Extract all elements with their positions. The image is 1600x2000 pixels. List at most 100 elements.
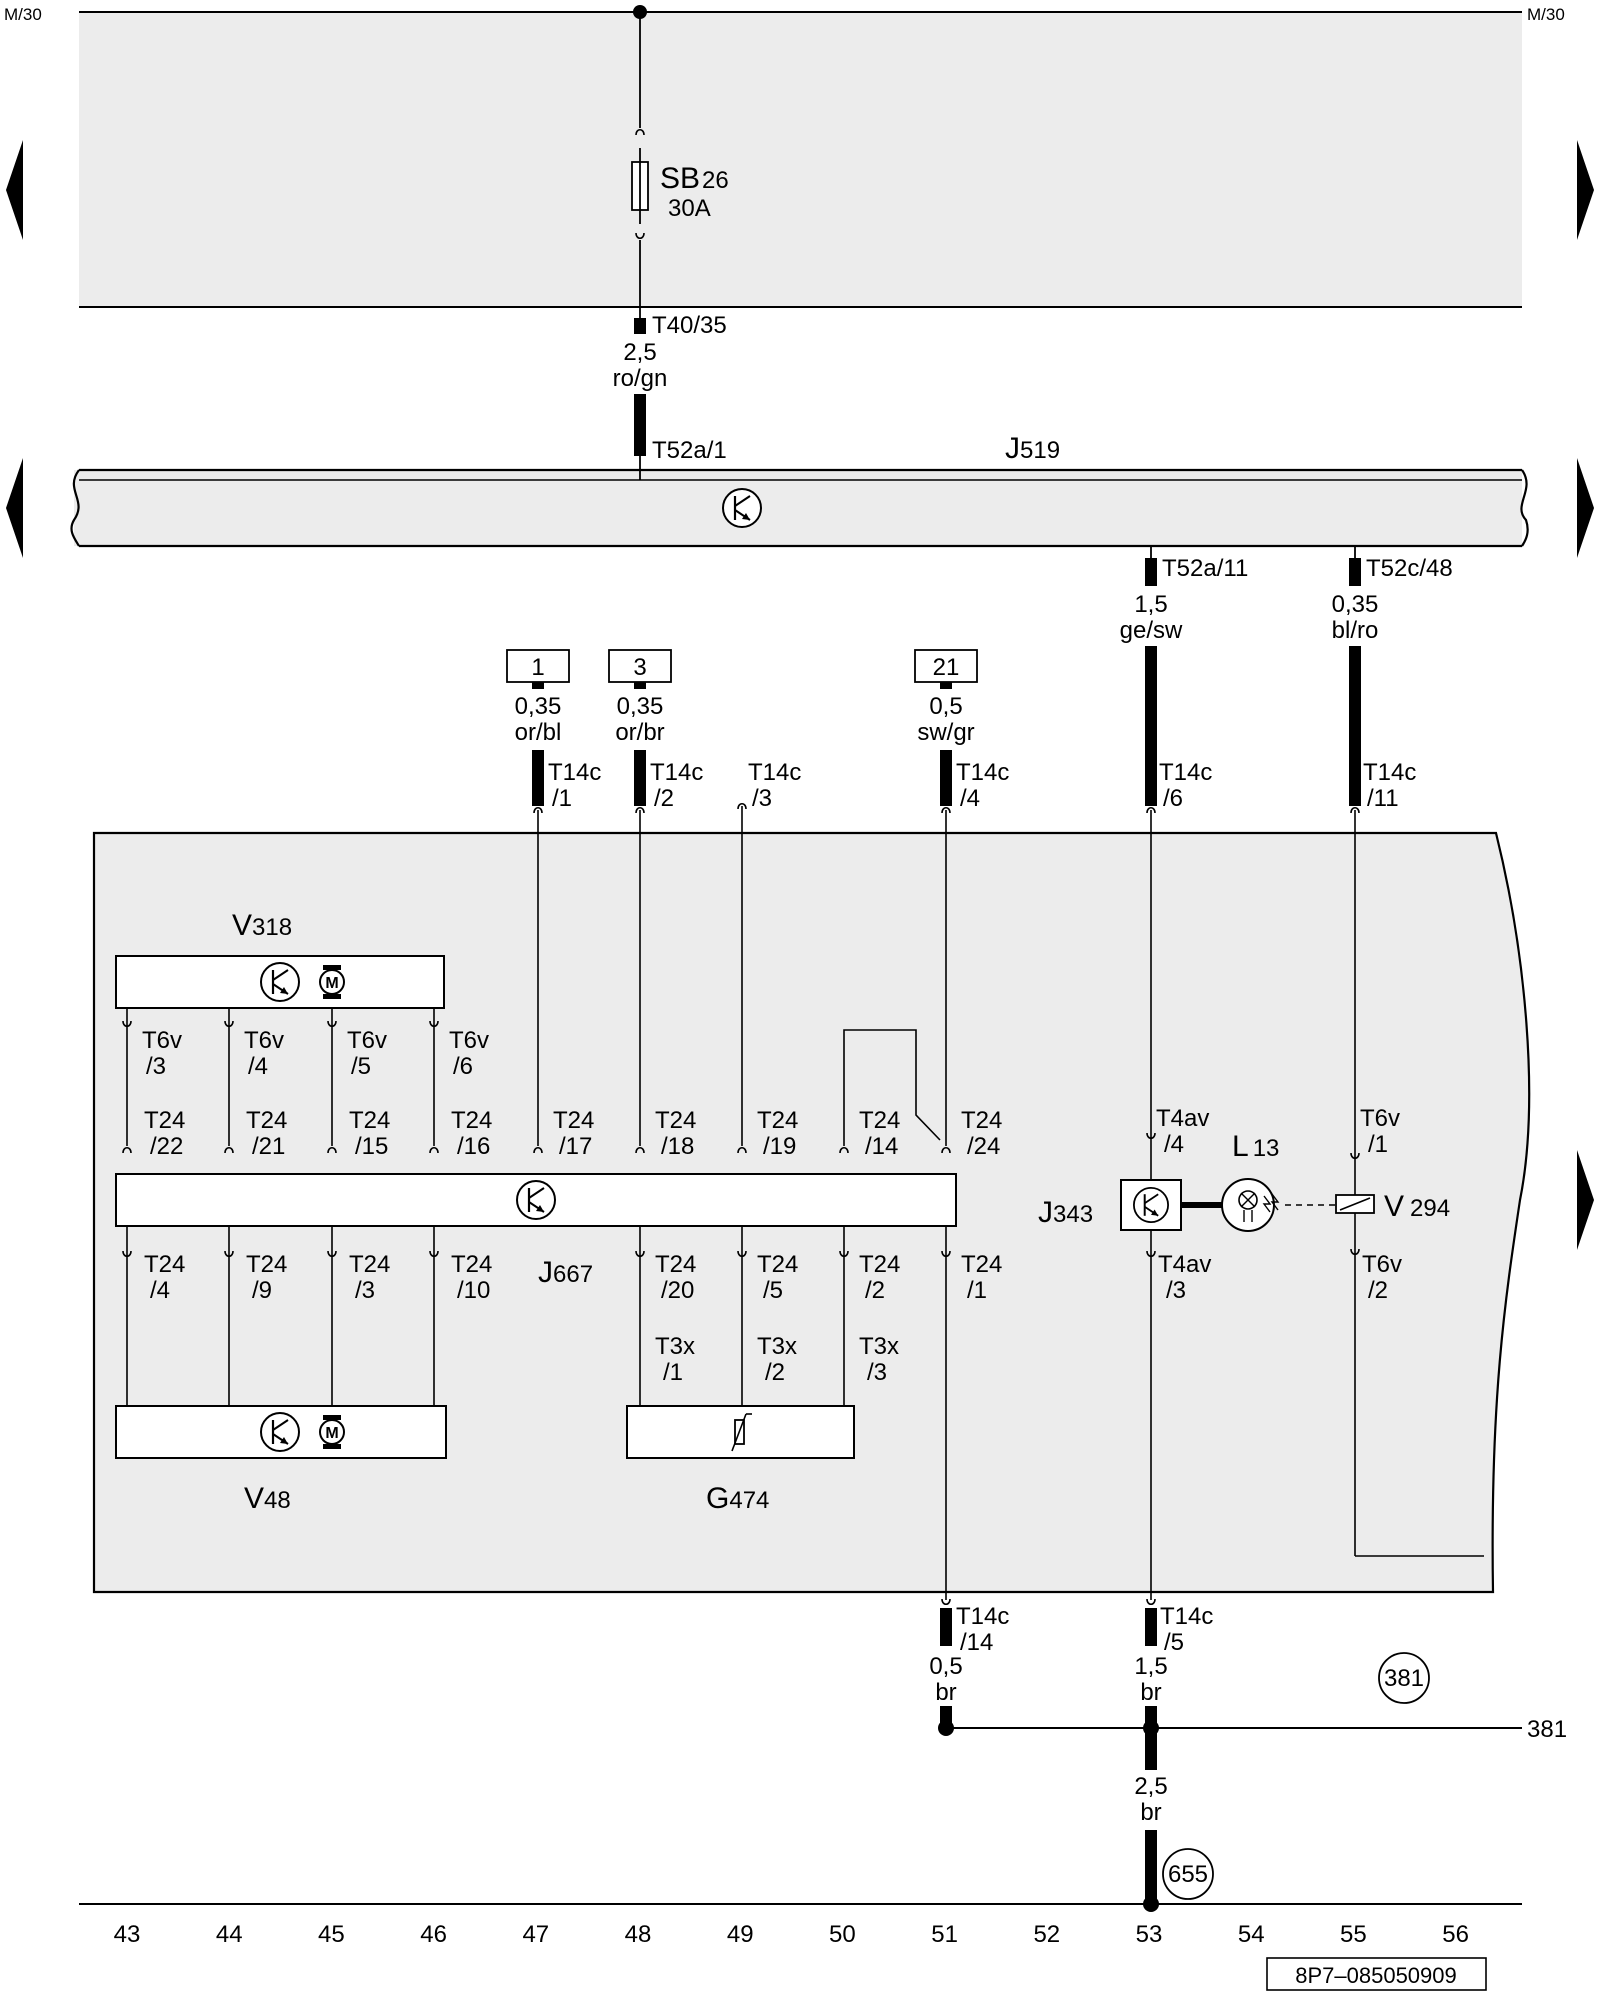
rail-label-left: M/30	[4, 5, 42, 24]
wire-to-t14c-6	[1145, 646, 1157, 806]
ground-ref-381-label: 381	[1527, 1716, 1567, 1743]
pin-t24-3: T24/3	[349, 1251, 390, 1304]
pin-t6v-3: T6v/3	[142, 1027, 182, 1080]
column-number: 50	[829, 1921, 856, 1948]
column-number: 48	[625, 1921, 652, 1948]
pin-t3x-1: T3x/1	[655, 1333, 695, 1386]
v48-label: V48	[244, 1482, 291, 1515]
pin-t24-20: T24/20	[655, 1251, 696, 1304]
gas-discharge-lamp-icon	[1221, 1178, 1280, 1232]
j519-label: J519	[1005, 432, 1060, 465]
j343-transistor-icon	[1132, 1186, 1170, 1224]
column-number: 51	[931, 1921, 958, 1948]
doc-id-box	[1266, 1957, 1487, 1991]
nav-arrow-right-2[interactable]	[1577, 458, 1594, 558]
fuse-sb26-rating: 30A	[668, 195, 711, 222]
pin-t24-18: T24/18	[655, 1107, 696, 1160]
pin-t24-5: T24/5	[757, 1251, 798, 1304]
connector-t40-35	[634, 318, 646, 334]
column-number: 46	[420, 1921, 447, 1948]
j667-transistor-icon	[515, 1179, 557, 1221]
wire-size-v294: 0,35	[1332, 591, 1379, 618]
wire-color-gmain: br	[1140, 1799, 1161, 1826]
nav-arrow-right-3[interactable]	[1577, 1150, 1594, 1250]
column-number: 49	[727, 1921, 754, 1948]
wire-size-ref1: 0,35	[515, 693, 562, 720]
connector-t40-35-label: T40/35	[652, 312, 727, 339]
wire-size-j343: 1,5	[1134, 591, 1167, 618]
solenoid-icon	[1335, 1194, 1375, 1214]
j519-housing	[74, 470, 1522, 546]
nav-arrow-right-1[interactable]	[1577, 140, 1594, 240]
nav-arrow-left-2[interactable]	[6, 458, 23, 558]
pin-t4av-4: T4av/4	[1156, 1105, 1209, 1158]
j519-transistor-icon	[721, 487, 763, 529]
pin-t24-14: T24/14	[859, 1107, 900, 1160]
wire-color-ref21: sw/gr	[917, 719, 974, 746]
pin-t14c-3: T14c/3	[748, 759, 801, 812]
pin-t24-1: T24/1	[961, 1251, 1002, 1304]
column-number: 44	[216, 1921, 243, 1948]
g474-label: G474	[706, 1482, 769, 1515]
wire-main-ground-upper	[1145, 1728, 1157, 1770]
thermistor-icon	[731, 1413, 752, 1452]
connector-t52c-48	[1349, 558, 1361, 586]
connector-t52c-48-label: T52c/48	[1366, 555, 1453, 582]
wire-size-ref21: 0,5	[929, 693, 962, 720]
wire-ref3	[634, 750, 646, 806]
ground-point-655[interactable]	[1162, 1848, 1214, 1900]
ref-box-3-label: 3	[633, 654, 646, 681]
connector-t52a-1-label: T52a/1	[652, 437, 727, 464]
wire-color-v294: bl/ro	[1332, 617, 1379, 644]
wire-size-sb: 2,5	[623, 339, 656, 366]
pin-t24-2: T24/2	[859, 1251, 900, 1304]
wire-size-g53: 1,5	[1134, 1653, 1167, 1680]
wire-main-ground-lower	[1145, 1830, 1157, 1902]
pin-t24-4: T24/4	[144, 1251, 185, 1304]
wire-t14c-5	[1145, 1608, 1157, 1646]
column-number: 55	[1340, 1921, 1367, 1948]
ground-point-381-label: 381	[1384, 1665, 1424, 1692]
pin-t24-15: T24/15	[349, 1107, 390, 1160]
pin-t14c-6: T14c/6	[1159, 759, 1212, 812]
nav-arrow-left-1[interactable]	[6, 140, 23, 240]
ref-box-3-stub	[634, 682, 646, 689]
wire-ref1	[532, 750, 544, 806]
doc-id: 8P7–085050909	[1295, 1963, 1457, 1988]
pin-t24-17: T24/17	[553, 1107, 594, 1160]
column-number: 54	[1238, 1921, 1265, 1948]
wire-size-ref3: 0,35	[617, 693, 664, 720]
pin-t14c-14: T14c/14	[956, 1603, 1009, 1656]
ref-box-1-stub	[532, 682, 544, 689]
column-number: 56	[1442, 1921, 1469, 1948]
pin-t6v-5: T6v/5	[347, 1027, 387, 1080]
ref-box-21-stub	[940, 682, 952, 689]
column-number: 43	[114, 1921, 141, 1948]
v318-label: V318	[232, 909, 292, 942]
ground-point-381[interactable]	[1378, 1652, 1430, 1704]
pin-t6v-4: T6v/4	[244, 1027, 284, 1080]
pin-t24-9: T24/9	[246, 1251, 287, 1304]
rail-label-right: M/30	[1527, 5, 1565, 24]
pin-t3x-3: T3x/3	[859, 1333, 899, 1386]
ref-box-1-label: 1	[531, 654, 544, 681]
wire-color-ref1: or/bl	[515, 719, 562, 746]
column-number: 53	[1136, 1921, 1163, 1948]
j667-label: J667	[538, 1256, 593, 1289]
wire-color-g51: br	[935, 1679, 956, 1706]
pin-t6v-1: T6v/1	[1360, 1105, 1400, 1158]
wire-to-t14c-11	[1349, 646, 1361, 806]
wire-sb-to-j519	[634, 394, 646, 456]
connector-t52a-11-label: T52a/11	[1162, 555, 1248, 582]
pin-t24-19: T24/19	[757, 1107, 798, 1160]
wire-size-gmain: 2,5	[1134, 1773, 1167, 1800]
pin-t24-16: T24/16	[451, 1107, 492, 1160]
pin-t14c-4: T14c/4	[956, 759, 1009, 812]
wire-size-g51: 0,5	[929, 1653, 962, 1680]
pin-t24-22: T24/22	[144, 1107, 185, 1160]
pin-t6v-6: T6v/6	[449, 1027, 489, 1080]
ground-junction-51	[938, 1720, 954, 1736]
